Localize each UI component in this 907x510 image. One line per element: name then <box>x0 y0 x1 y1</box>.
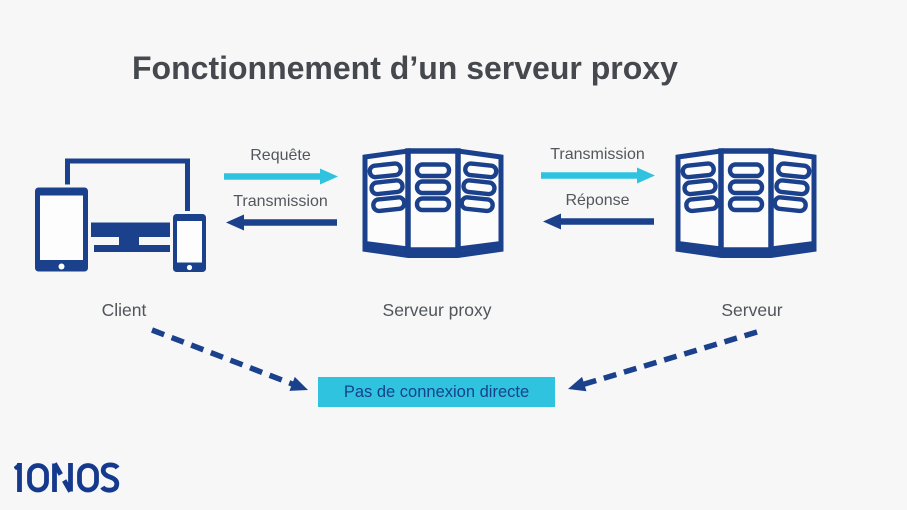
tablet-icon <box>32 184 91 275</box>
no-direct-connection-arrows <box>151 327 758 392</box>
client-label: Client <box>101 300 147 320</box>
dashed-arrow-right-icon <box>582 329 758 388</box>
no-direct-connection-badge: Pas de connexion directe <box>318 377 555 407</box>
smartphone-icon <box>170 211 209 275</box>
arrowhead-icon <box>568 376 587 392</box>
flow-proxy-server: Transmission Réponse <box>535 144 660 236</box>
transmission-label: Transmission <box>550 146 645 163</box>
page-title: Fonctionnement d’un serveur proxy <box>132 50 678 86</box>
response-arrow-left-icon <box>543 213 654 230</box>
request-arrow-right-icon <box>224 168 338 185</box>
ionos-logo-icon <box>14 462 120 493</box>
flow-client-proxy: Requête Transmission <box>218 145 343 237</box>
server-label: Serveur <box>721 300 783 320</box>
dashed-arrow-left-icon <box>151 327 298 389</box>
transmission-arrow-left-icon <box>226 214 337 231</box>
proxy-server-icon <box>361 148 505 260</box>
response-label: Réponse <box>565 192 630 209</box>
transmission-arrow-right-icon <box>541 167 655 184</box>
transmission-label: Transmission <box>233 193 328 210</box>
proxy-label: Serveur proxy <box>382 300 492 320</box>
client-devices-graphic <box>32 158 209 275</box>
arrowhead-icon <box>289 376 308 391</box>
server-rack-graphic <box>362 148 504 258</box>
request-label: Requête <box>250 147 311 164</box>
client-devices-icon <box>29 147 211 283</box>
server-rack-graphic <box>675 148 817 258</box>
ionos-logo: IONOS <box>14 461 122 495</box>
target-server-icon <box>674 148 818 260</box>
